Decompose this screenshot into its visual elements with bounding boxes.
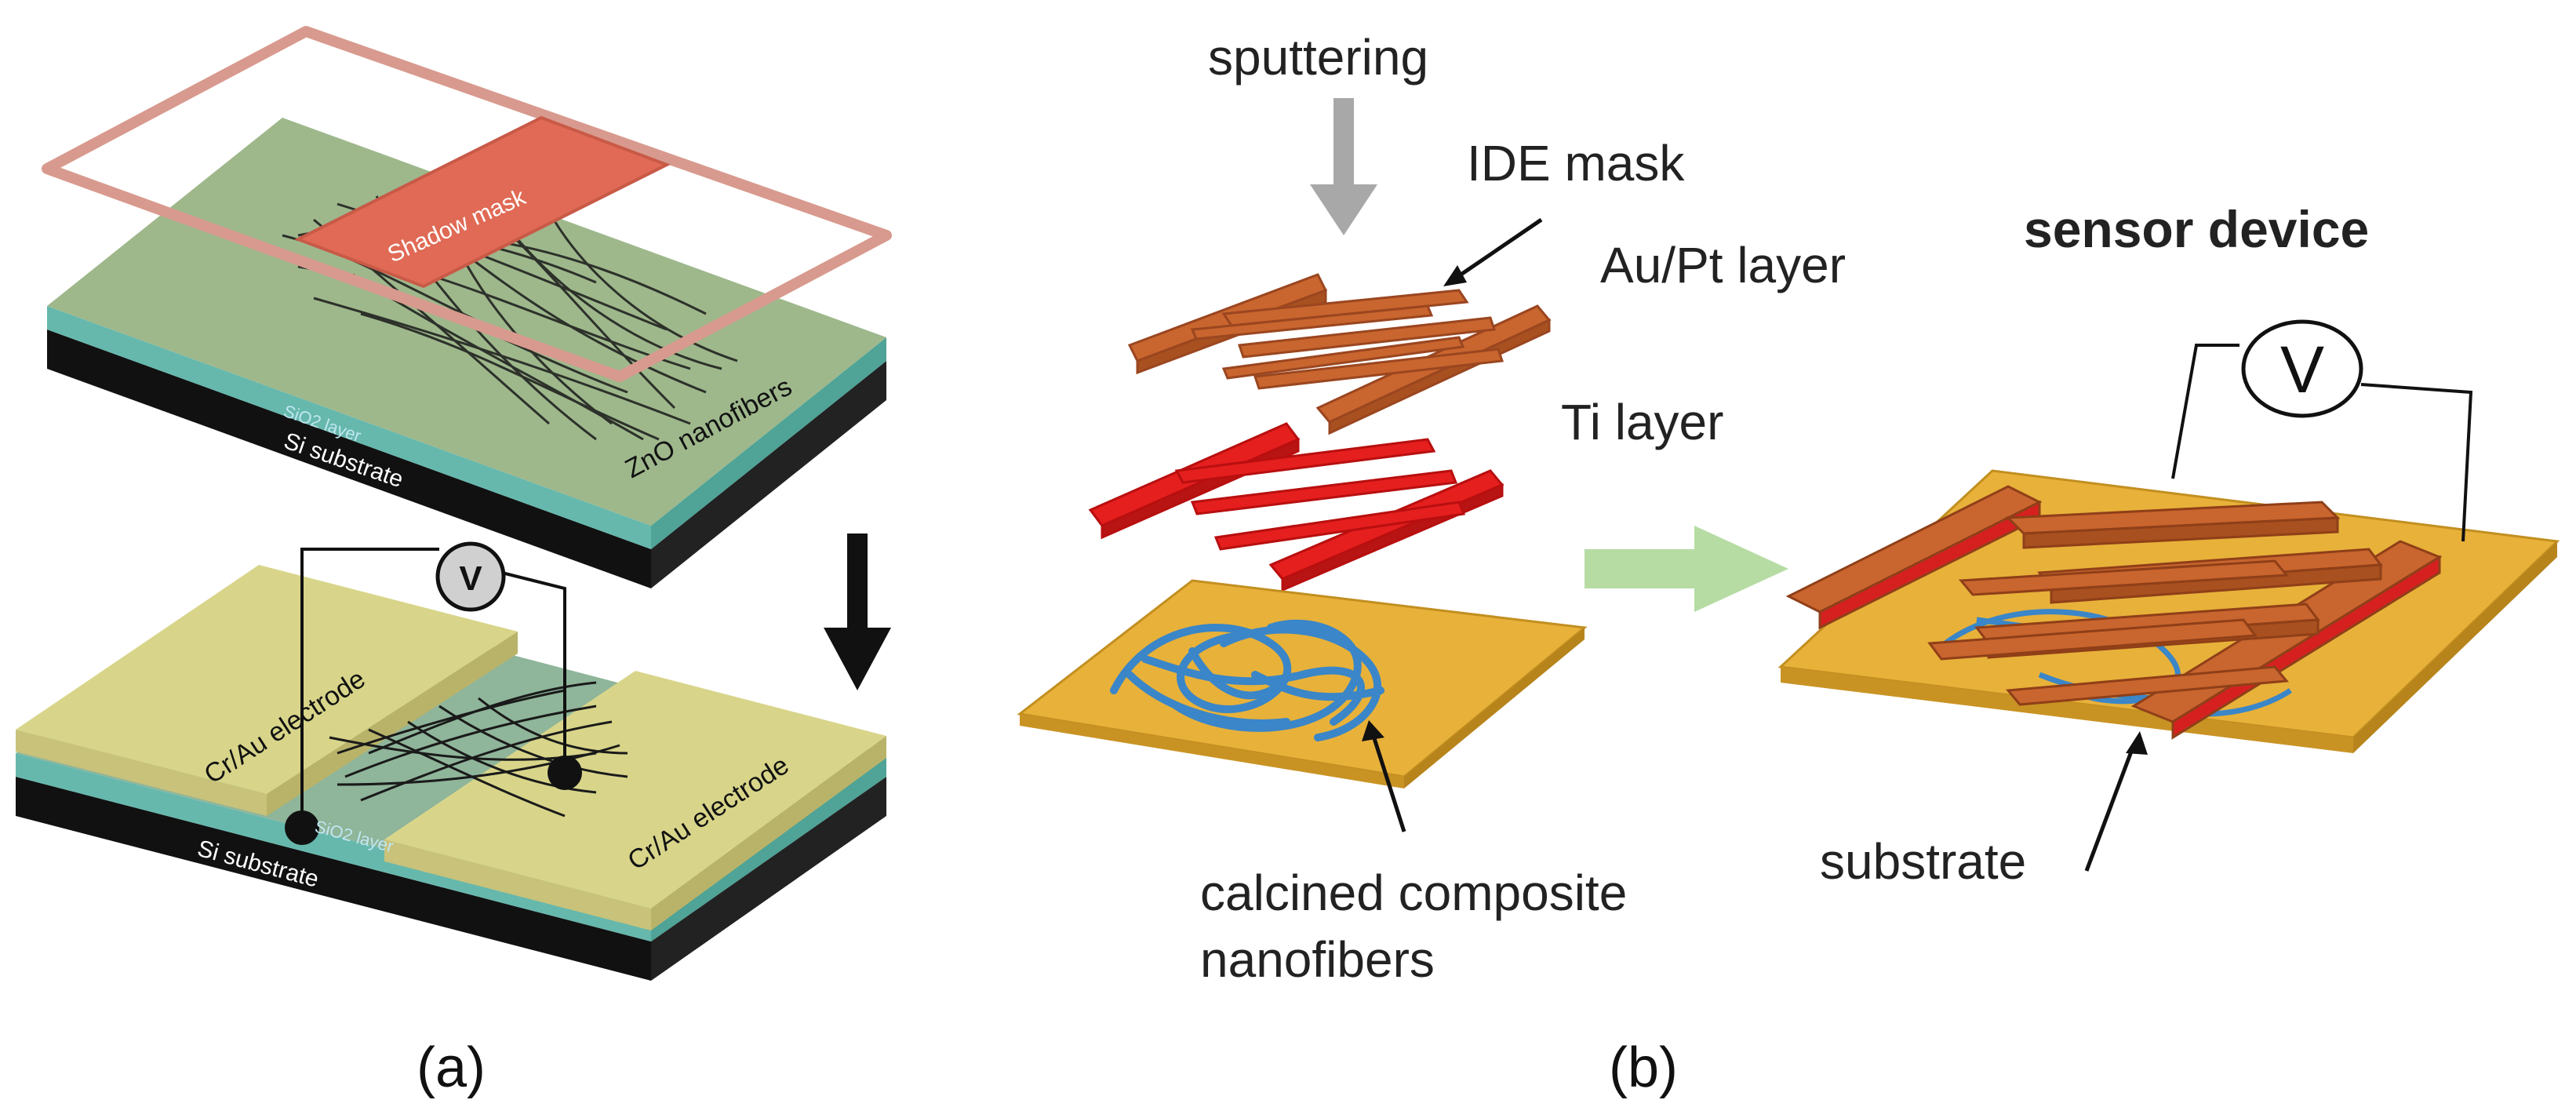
sensor-device-label: sensor device [2024,200,2369,258]
process-arrow-down [824,534,891,690]
si-substrate-side-bottom [651,777,886,981]
voltmeter-label-b: V [2280,333,2324,406]
si-substrate-front [47,330,651,588]
sensor-wire-right [2360,383,2473,542]
electrode-left-side [267,632,518,816]
electrode-left-front [16,730,267,816]
process-arrow-right [1585,526,1788,612]
panel-b: sputtering IDE mask Au/Pt layer Ti layer [1017,29,2560,1099]
si-substrate-front-bottom [16,777,651,981]
voltmeter-icon [435,541,506,612]
electrode-contact-left [285,810,319,845]
sio2-layer-front [47,306,651,549]
au-pt-ide-layer [1127,273,1552,435]
panel-a-bottom-device: V Cr/Au electrode Cr/Au electrode SiO2 l… [16,541,886,981]
sensor-device: V [1777,319,2560,753]
circuit-wire-right [501,571,566,769]
shadow-mask-bar [294,115,671,289]
sputtering-label: sputtering [1208,29,1428,86]
panel-a-top-device: Shadow mask ZnO nanofibers SiO2 layer Si… [42,26,892,588]
caption-a: (a) [417,1036,486,1099]
sio2-layer-front-bottom [16,753,651,941]
nanofiber-substrate [1017,579,1588,788]
shadow-mask-frame [42,26,892,382]
electrode-right-side [651,736,886,930]
sensor-wire-left [2171,344,2239,479]
calcined-nanofibers [1110,619,1384,741]
nanofibers-label-line2: nanofibers [1200,931,1435,988]
nanofibers-label-line1: calcined composite [1200,865,1627,921]
caption-b: (b) [1609,1036,1678,1099]
substrate-label: substrate [1820,833,2026,890]
electrode-right-top [384,671,886,909]
ti-ide-layer [1088,422,1504,592]
voltmeter-label-a: V [459,559,482,598]
ide-mask-pointer [1454,217,1543,281]
electrode-left-top [16,565,518,794]
circuit-wire-left [300,548,439,816]
au-pt-layer-label: Au/Pt layer [1600,237,1846,293]
sensor-ide-electrodes [1785,485,2443,740]
electrode-contact-right [548,756,582,790]
electrode-right-front [384,839,651,930]
sio2-layer-side [651,337,886,549]
nanofibers-pointer [1370,733,1406,832]
sputtering-arrow [1310,98,1377,235]
ti-layer-label: Ti layer [1561,394,1723,450]
substrate-pointer [2084,745,2136,872]
sensor-voltmeter-icon [2241,319,2363,418]
si-substrate-side [651,361,886,588]
ide-mask-label: IDE mask [1467,135,1685,191]
